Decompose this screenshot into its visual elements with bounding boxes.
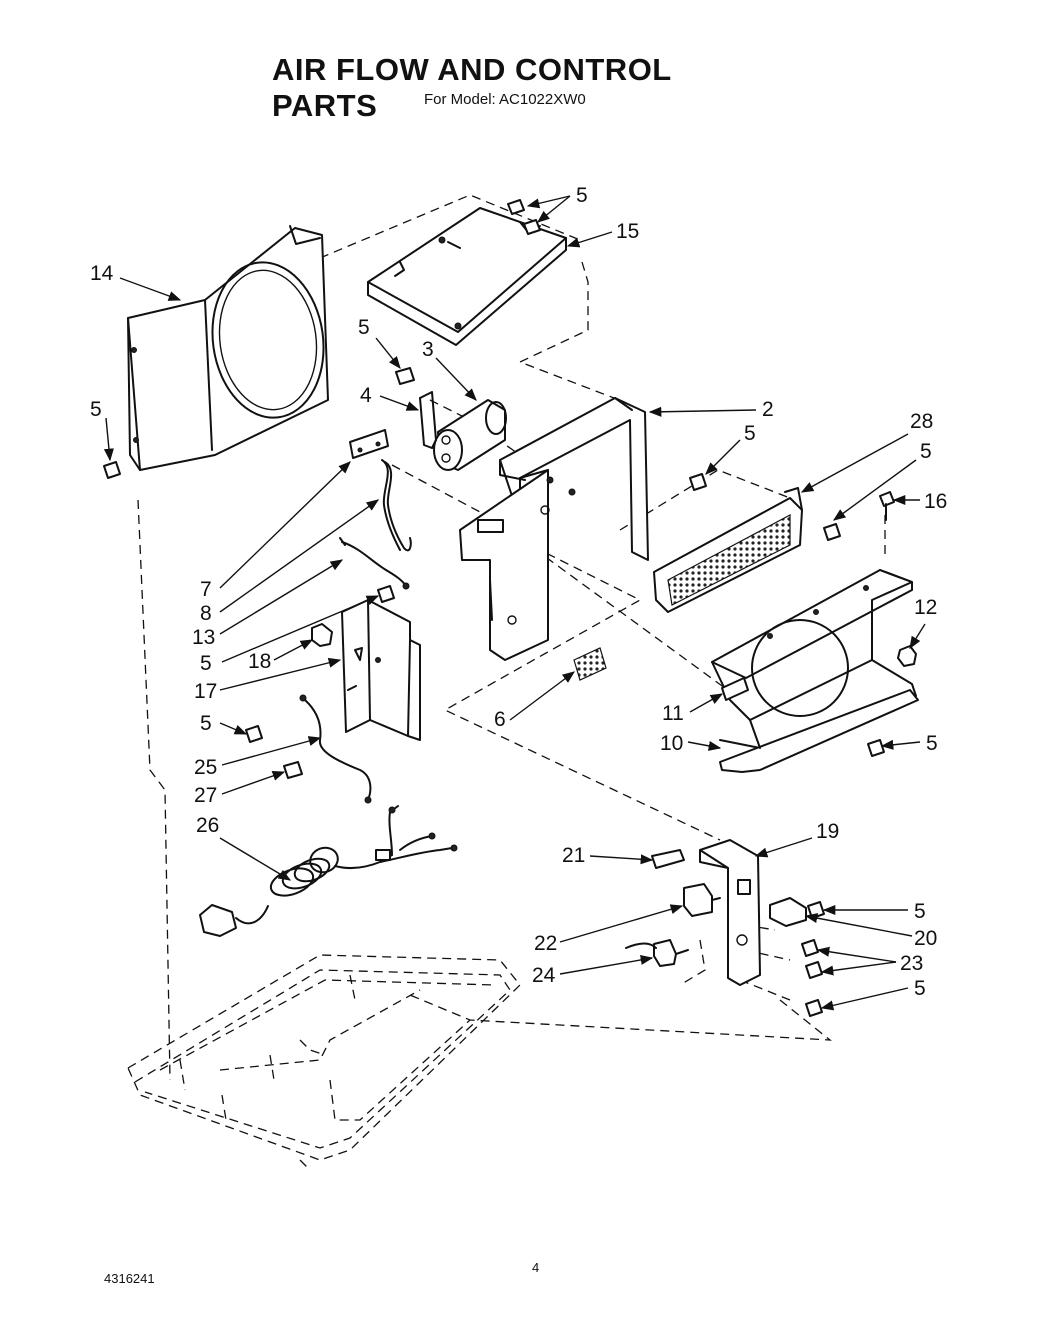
callout-19: 19 (816, 820, 839, 843)
callout-4: 4 (360, 384, 372, 407)
callout-5-switch-bracket: 5 (200, 712, 212, 735)
callout-24: 24 (532, 964, 556, 987)
part-2-control-bracket (459, 397, 649, 661)
callout-13: 13 (192, 626, 215, 649)
leader-arrows (103, 195, 926, 1011)
part-25-wire-lead (299, 694, 372, 804)
callout-27: 27 (194, 784, 217, 807)
part-17-switch-bracket (341, 599, 421, 741)
callout-labels: 5 15 14 5 5 3 4 2 5 28 5 16 7 8 13 5 18 … (90, 184, 947, 1000)
callout-15: 15 (616, 220, 639, 243)
part-19-switch-mounting-plate (699, 839, 761, 986)
document-number: 4316241 (104, 1271, 155, 1286)
part-15-top-tray (367, 207, 567, 346)
callout-28: 28 (910, 410, 933, 433)
callout-5-thermostat: 5 (914, 900, 926, 923)
callout-16: 16 (924, 490, 947, 513)
part-24-relay (625, 939, 689, 967)
model-subtitle: For Model: AC1022XW0 (424, 91, 586, 108)
callout-5-wire: 5 (200, 652, 212, 675)
callout-7: 7 (200, 578, 212, 601)
part-3-capacitor (433, 399, 507, 471)
part-12-clip (897, 645, 917, 667)
callout-5-capacitor-screw: 5 (358, 316, 370, 339)
callout-5-scroll: 5 (926, 732, 938, 755)
base-pan (127, 954, 521, 1171)
part-7-clip (349, 429, 389, 459)
part-8-sensing-wire (381, 459, 412, 552)
part-21-clip (651, 849, 685, 869)
callout-18: 18 (248, 650, 271, 673)
part-6-insulation (573, 647, 607, 681)
part-22-selector-switch (683, 883, 721, 917)
callout-10: 10 (660, 732, 683, 755)
callout-5-bracket: 5 (744, 422, 756, 445)
page-title: AIR FLOW AND CONTROL PARTS (272, 52, 672, 123)
callout-26: 26 (196, 814, 219, 837)
callout-23: 23 (900, 952, 923, 975)
callout-3: 3 (422, 338, 434, 361)
callout-5-bottom: 5 (914, 977, 926, 1000)
callout-14: 14 (90, 262, 114, 285)
callout-20: 20 (914, 927, 937, 950)
callout-8: 8 (200, 602, 212, 625)
callout-21: 21 (562, 844, 585, 867)
callout-5-top: 5 (576, 184, 588, 207)
callout-6: 6 (494, 708, 506, 731)
part-14-front-panel (127, 225, 329, 471)
callout-5-left: 5 (90, 398, 102, 421)
callout-11: 11 (662, 702, 684, 725)
part-10-scroll (711, 569, 919, 773)
callout-5-grille: 5 (920, 440, 932, 463)
part-11-bracket (721, 677, 749, 701)
part-4-capacitor-strap (419, 391, 437, 449)
part-18-knob (311, 623, 333, 647)
page-number: 4 (532, 1260, 540, 1275)
callout-12: 12 (914, 596, 937, 619)
callout-2: 2 (762, 398, 774, 421)
part-20-thermostat (769, 897, 807, 927)
callout-22: 22 (534, 932, 557, 955)
part-28-grille (653, 487, 803, 613)
screws (103, 199, 895, 1017)
callout-25: 25 (194, 756, 217, 779)
part-26-power-cord (199, 805, 458, 937)
part-13-wire-lead (339, 537, 410, 590)
callout-17: 17 (194, 680, 217, 703)
